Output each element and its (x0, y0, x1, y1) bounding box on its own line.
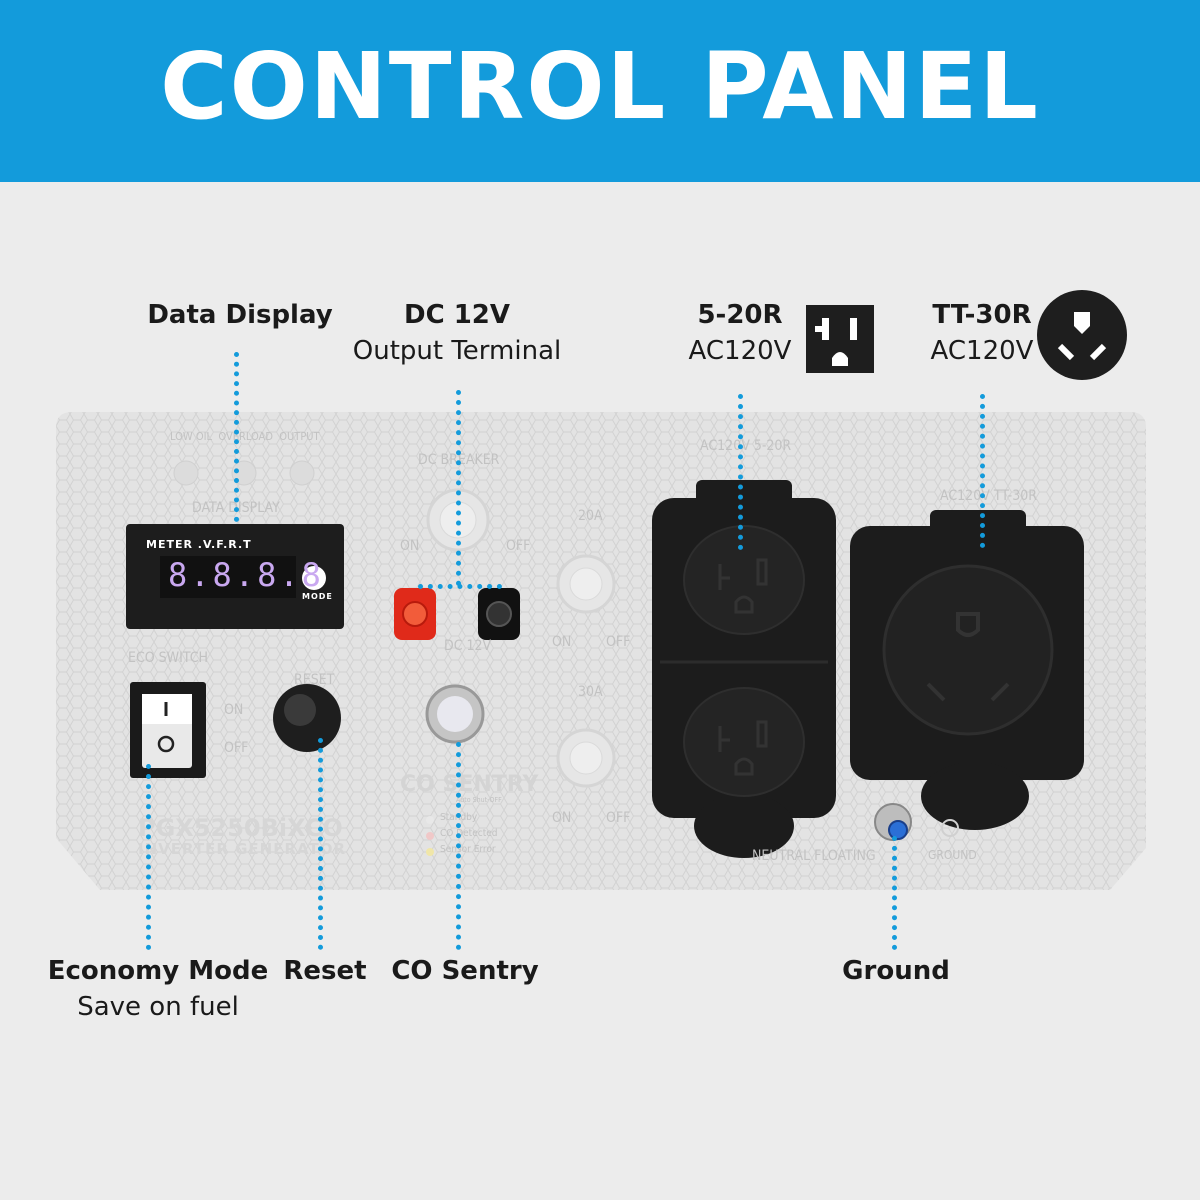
leader-ground (892, 836, 897, 950)
meter-label: METER .V.F.R.T (146, 538, 252, 551)
callout-tt30r-title: TT-30R (932, 300, 1032, 330)
breaker-20a-label: 20A (578, 508, 603, 524)
model-sub: INVERTER GENERATOR (138, 840, 347, 858)
breaker-20a-off: OFF (606, 634, 631, 650)
dc12v-panel-label: DC 12V (444, 638, 492, 654)
callout-co-sentry-title: CO Sentry (391, 956, 539, 986)
callout-economy-mode: Economy Mode Save on fuel (40, 956, 276, 1022)
callout-ground: Ground (826, 956, 966, 986)
low-oil-led (173, 460, 199, 486)
co-legend-error: Sensor Error (440, 844, 496, 855)
callout-economy-title: Economy Mode (47, 956, 269, 986)
mode-button (302, 566, 326, 590)
leader-tt30r (980, 394, 985, 548)
breaker-30a-off: OFF (606, 810, 631, 826)
callout-dc12v-subtitle: Output Terminal (352, 336, 562, 366)
callout-ground-title: Ground (842, 956, 950, 986)
output-led (289, 460, 315, 486)
eco-off-label: OFF (224, 740, 249, 756)
model-name: PGX5250BiXCO (138, 814, 343, 842)
leader-dc12v-horizontal (418, 584, 502, 589)
output-label: OUTPUT (279, 430, 320, 443)
leader-data-display (234, 352, 239, 522)
dc-breaker-off: OFF (506, 538, 531, 554)
breaker-30a-on: ON (552, 810, 572, 826)
callout-520r-title: 5-20R (697, 300, 783, 330)
eco-switch-label: ECO SWITCH (128, 650, 208, 666)
co-legend-detected: CO Detected (440, 828, 498, 839)
ground-panel-label: GROUND (928, 848, 977, 862)
nema-5-20r-outlet-icon (806, 305, 874, 373)
leader-economy (146, 764, 151, 950)
callout-tt30r-subtitle: AC120V (930, 336, 1034, 366)
dc-breaker-on: ON (400, 538, 420, 554)
leader-reset (318, 738, 323, 950)
mode-label: MODE (302, 592, 333, 601)
callout-dc12v-title: DC 12V (403, 300, 511, 330)
callout-reset: Reset (270, 956, 380, 986)
page-title: CONTROL PANEL (160, 32, 1040, 140)
reset-panel-label: RESET (294, 672, 335, 688)
leader-dc12v (456, 390, 461, 586)
callout-economy-subtitle: Save on fuel (77, 992, 239, 1022)
leader-520r (738, 394, 743, 550)
callout-data-display-title: Data Display (147, 300, 333, 330)
ac-520r-panel-label: AC120V 5-20R (700, 438, 792, 454)
callout-dc12v: DC 12V Output Terminal (340, 300, 574, 366)
breaker-30a-label: 30A (578, 684, 603, 700)
indicator-labels: LOW OIL OVERLOAD OUTPUT (170, 430, 320, 443)
callout-tt30r: TT-30R AC120V (912, 300, 1052, 366)
callout-co-sentry: CO Sentry (380, 956, 550, 986)
leader-co-sentry (456, 742, 461, 950)
low-oil-label: LOW OIL (170, 430, 213, 443)
co-sentry-logo: CO SENTRY (400, 772, 539, 797)
overload-label: OVERLOAD (218, 430, 273, 443)
meter-digits: 8.8.8.8 (168, 556, 324, 594)
neutral-floating-label: NEUTRAL FLOATING (752, 848, 876, 864)
callout-reset-title: Reset (283, 956, 367, 986)
breaker-20a-on: ON (552, 634, 572, 650)
tt-30r-outlet-icon (1037, 290, 1127, 380)
header-banner: CONTROL PANEL (0, 0, 1200, 182)
eco-on-label: ON (224, 702, 244, 718)
co-sentry-sub: Auto Shut-OFF (456, 796, 502, 804)
ac-tt30r-panel-label: AC120V TT-30R (940, 488, 1037, 504)
callout-data-display: Data Display (140, 300, 340, 330)
callout-520r-subtitle: AC120V (688, 336, 792, 366)
callout-520r: 5-20R AC120V (670, 300, 810, 366)
